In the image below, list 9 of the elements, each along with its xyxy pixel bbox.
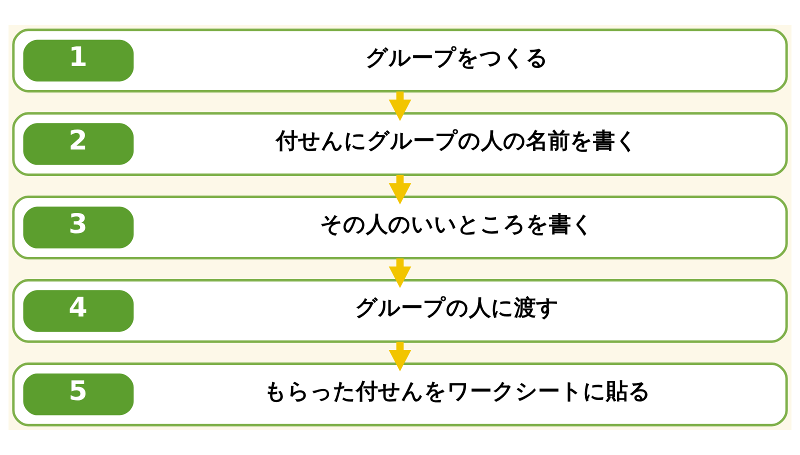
arrow (388, 258, 412, 288)
node-box: 3 その人のいいところを書く (12, 196, 788, 260)
node-box: 4 グループの人に渡す (12, 279, 788, 343)
arrow (388, 342, 412, 372)
node-box: 1 グループをつくる (12, 28, 788, 92)
arrow (388, 174, 412, 204)
node-box: 5 もらった付せんをワークシートに貼る (12, 362, 788, 426)
node-box: 2 付せんにグループの人の名前を書く (12, 112, 788, 176)
arrow (388, 92, 412, 122)
